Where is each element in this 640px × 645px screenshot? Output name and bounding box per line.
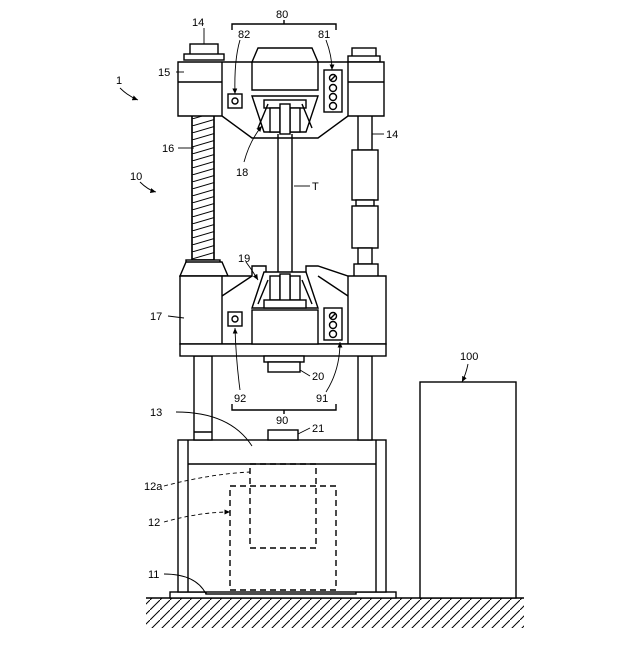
upper-panel — [324, 70, 342, 112]
label-15: 15 — [158, 67, 170, 79]
label-17: 17 — [150, 311, 162, 323]
label-16: 16 — [162, 143, 174, 155]
label-1: 1 — [116, 75, 122, 87]
leader-1 — [120, 88, 138, 100]
label-92: 92 — [234, 393, 246, 405]
label-100: 100 — [460, 351, 478, 363]
leader-21 — [298, 428, 310, 434]
piston-top — [268, 430, 298, 440]
label-12: 12 — [148, 517, 160, 529]
label-81: 81 — [318, 29, 330, 41]
specimen — [278, 134, 292, 272]
lower-grip — [252, 272, 318, 308]
lower-panel — [324, 308, 342, 340]
label-13: 13 — [150, 407, 162, 419]
controller-box — [420, 382, 516, 598]
label-12a: 12a — [144, 481, 163, 493]
label-10: 10 — [130, 171, 142, 183]
label-18: 18 — [236, 167, 248, 179]
label-82: 82 — [238, 29, 250, 41]
label-11: 11 — [148, 569, 159, 581]
label-21: 21 — [312, 423, 324, 435]
label-91: 91 — [316, 393, 328, 405]
lower-sensor — [228, 312, 242, 326]
label-19: 19 — [238, 253, 250, 265]
right-column — [352, 108, 378, 440]
brace-90 — [232, 404, 336, 414]
label-90: 90 — [276, 415, 288, 427]
left-column — [194, 356, 212, 440]
label-80: 80 — [276, 9, 288, 21]
leader-10 — [140, 182, 156, 192]
label-14-right: 14 — [386, 129, 398, 141]
leader-20 — [300, 370, 310, 376]
leader-100 — [462, 364, 468, 382]
label-T: T — [312, 181, 319, 193]
frame-housing — [178, 440, 386, 592]
label-20: 20 — [312, 371, 324, 383]
upper-sensor — [228, 94, 242, 108]
label-14-top: 14 — [192, 17, 204, 29]
ground — [146, 598, 524, 628]
